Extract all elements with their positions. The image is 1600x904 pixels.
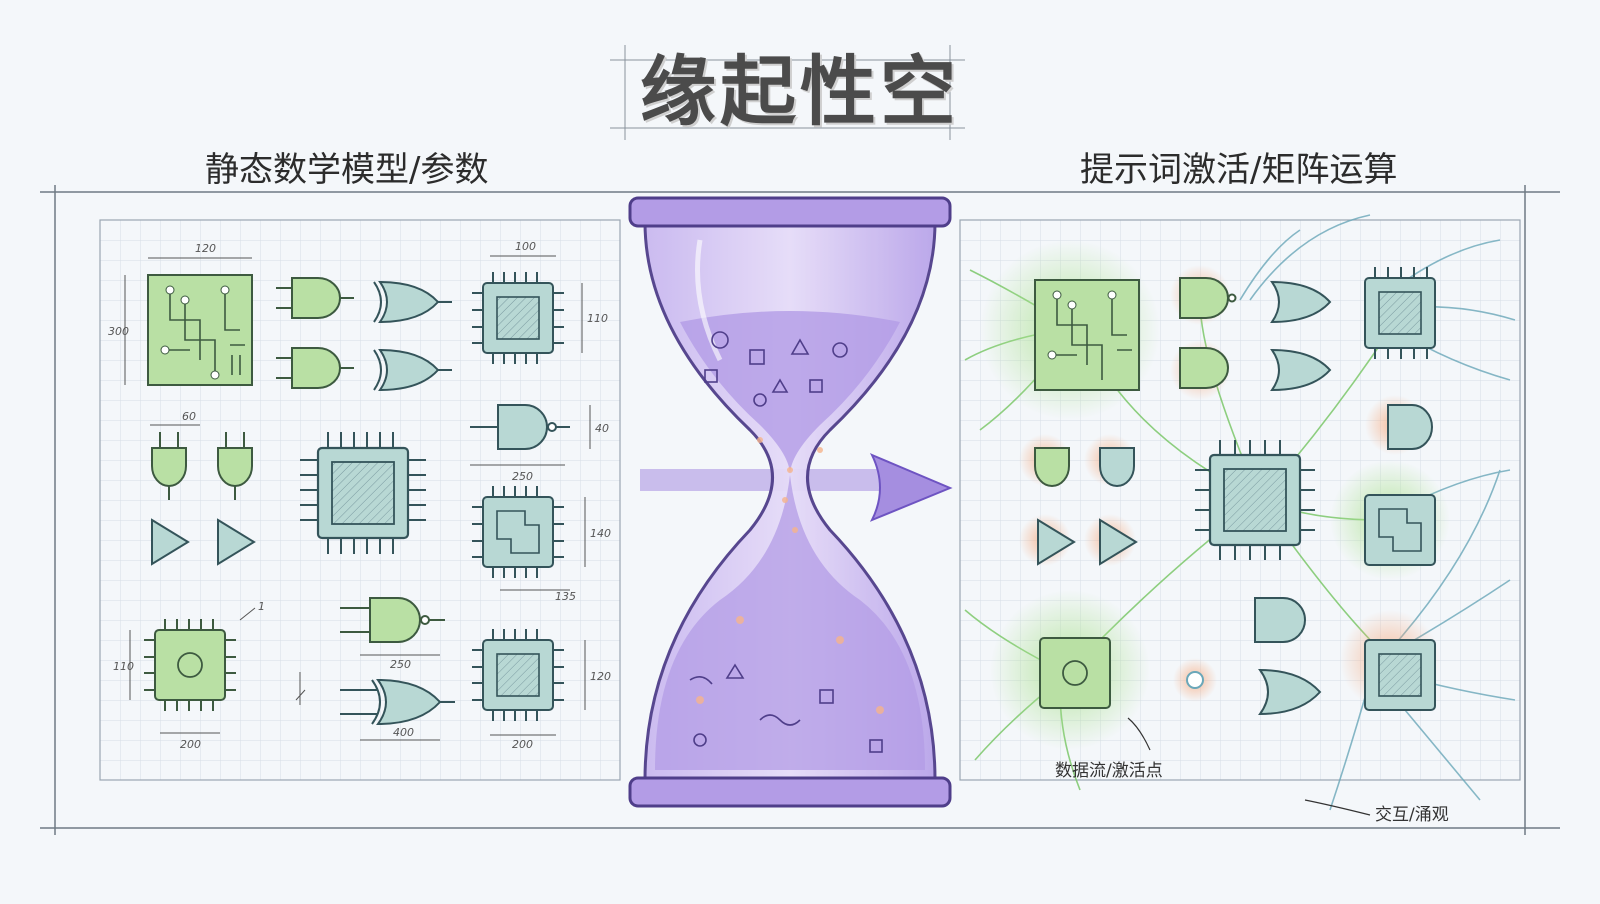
dim-chip3-height: 110 — [113, 660, 134, 673]
annotation-emergence: 交互/涌观 — [1375, 805, 1449, 825]
left-panel-heading: 静态数学模型/参数 — [205, 150, 489, 190]
right-chip-top — [1364, 267, 1436, 359]
left-chip-4 — [472, 629, 586, 736]
right-and-gate-low — [1254, 597, 1322, 716]
dim-board-width: 120 — [195, 242, 216, 255]
annotation-data-flow: 数据流/激活点 — [1055, 761, 1163, 781]
right-and-gates — [1179, 277, 1332, 392]
right-circuit-board — [1034, 279, 1140, 391]
right-chip-bottom-left — [1039, 637, 1111, 709]
left-and-gate-1 — [276, 277, 354, 319]
left-chip-3 — [129, 607, 256, 734]
dim-gate-width: 250 — [390, 658, 411, 671]
frame-lines — [40, 45, 1560, 835]
left-chip-center — [300, 432, 426, 554]
left-and-gate-2 — [276, 347, 354, 389]
dim-pair-spacing: 60 — [182, 410, 196, 423]
left-nand-gate — [470, 404, 591, 466]
right-nand-gate — [1387, 404, 1433, 450]
annotation-arrow-flow — [1127, 717, 1151, 751]
activation-node — [1186, 671, 1204, 689]
dim-gate-width2: 400 — [393, 726, 414, 739]
left-small-gates — [150, 424, 256, 566]
annotation-arrow-emerge — [1304, 799, 1371, 816]
right-chip-bottom-right — [1364, 639, 1436, 711]
dim-chip2-height: 140 — [590, 527, 611, 540]
dim-nand-width: 250 — [512, 470, 533, 483]
center-arrow — [640, 453, 953, 522]
dim-nand-height: 40 — [595, 422, 609, 435]
left-xor-gate-1 — [373, 280, 452, 324]
right-chip-mid — [1364, 494, 1436, 566]
right-panel-heading: 提示词激活/矩阵运算 — [1080, 150, 1398, 190]
page-title: 缘起性空 — [640, 47, 960, 136]
left-circuit-board — [124, 257, 253, 386]
hourglass-bottom-cap — [628, 776, 952, 808]
dim-chip4-height: 120 — [590, 670, 611, 683]
left-xor-gate-2 — [373, 348, 452, 392]
left-chip-2 — [472, 486, 586, 591]
left-chip-1 — [472, 255, 583, 364]
dim-chip4-width: 200 — [512, 738, 533, 751]
left-and-gate-3 — [340, 597, 445, 656]
right-small-gates — [1034, 447, 1138, 566]
dim-chip1-height: 110 — [587, 312, 608, 325]
hourglass — [628, 196, 952, 808]
dim-chip1-width: 100 — [515, 240, 536, 253]
dim-board-height: 300 — [108, 325, 129, 338]
dim-chip3-width: 200 — [180, 738, 201, 751]
dim-marker: 1 — [258, 600, 265, 613]
right-chip-center — [1195, 440, 1315, 560]
hourglass-top-cap — [628, 196, 952, 228]
dim-chip2-offset: 135 — [555, 590, 576, 603]
left-xor-gate-3 — [295, 672, 455, 741]
